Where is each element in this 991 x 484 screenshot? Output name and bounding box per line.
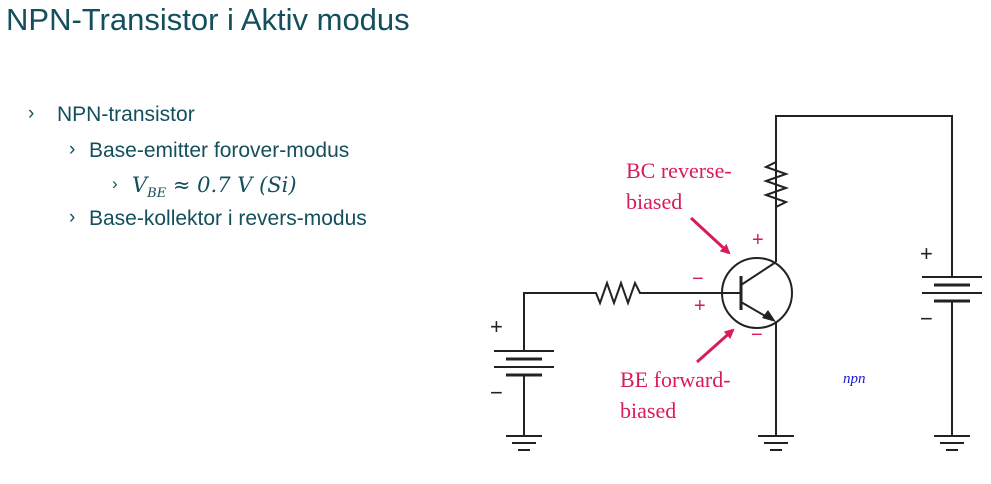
transistor-collector-lead bbox=[740, 261, 777, 286]
formula-rest: ≈ 0.7 V (Si) bbox=[166, 173, 297, 197]
be-arrow-icon bbox=[696, 328, 735, 364]
bullet-text: Base-kollektor i revers-modus bbox=[89, 207, 367, 230]
bullet-marker: › bbox=[112, 174, 118, 193]
transistor-type-label: npn bbox=[843, 371, 866, 387]
bullet-marker: › bbox=[69, 207, 76, 228]
bc-label-line1: BC reverse- bbox=[626, 158, 732, 183]
page-title: NPN-Transistor i Aktiv modus bbox=[6, 2, 410, 37]
right-source-minus: − bbox=[920, 306, 933, 331]
be-label-line1: BE forward- bbox=[620, 367, 731, 392]
collector-plus-sign: + bbox=[752, 229, 764, 251]
base-minus-sign: − bbox=[692, 268, 704, 290]
bc-arrow-icon bbox=[689, 216, 731, 255]
ground-left-icon bbox=[506, 435, 542, 451]
formula-v: V bbox=[132, 173, 148, 197]
be-label-line2: biased bbox=[620, 398, 676, 423]
base-plus-sign: + bbox=[694, 295, 706, 317]
bullet-text: Base-emitter forover-modus bbox=[89, 139, 350, 162]
ground-right-icon bbox=[934, 435, 970, 451]
bullet-base-collector: › Base-kollektor i revers-modus bbox=[69, 207, 367, 231]
bullet-marker: › bbox=[69, 139, 76, 160]
bc-label-line2: biased bbox=[626, 189, 682, 214]
ground-emitter-icon bbox=[758, 435, 794, 451]
bullet-npn-transistor: › NPN-transistor bbox=[28, 103, 195, 127]
right-source-plus: + bbox=[920, 241, 933, 266]
base-resistor bbox=[523, 279, 645, 351]
left-source-minus: − bbox=[490, 380, 503, 405]
emitter-arrow-icon bbox=[762, 310, 776, 322]
collector-resistor bbox=[762, 160, 790, 210]
bullet-base-emitter: › Base-emitter forover-modus bbox=[69, 139, 350, 163]
bullet-marker: › bbox=[28, 103, 35, 124]
left-source-plus: + bbox=[490, 314, 503, 339]
formula-sub: BE bbox=[147, 186, 167, 202]
bullet-text: NPN-transistor bbox=[57, 103, 195, 126]
bullet-vbe-formula: › VBE ≈ 0.7 V (Si) bbox=[112, 173, 297, 202]
emitter-minus-sign: − bbox=[751, 324, 763, 346]
